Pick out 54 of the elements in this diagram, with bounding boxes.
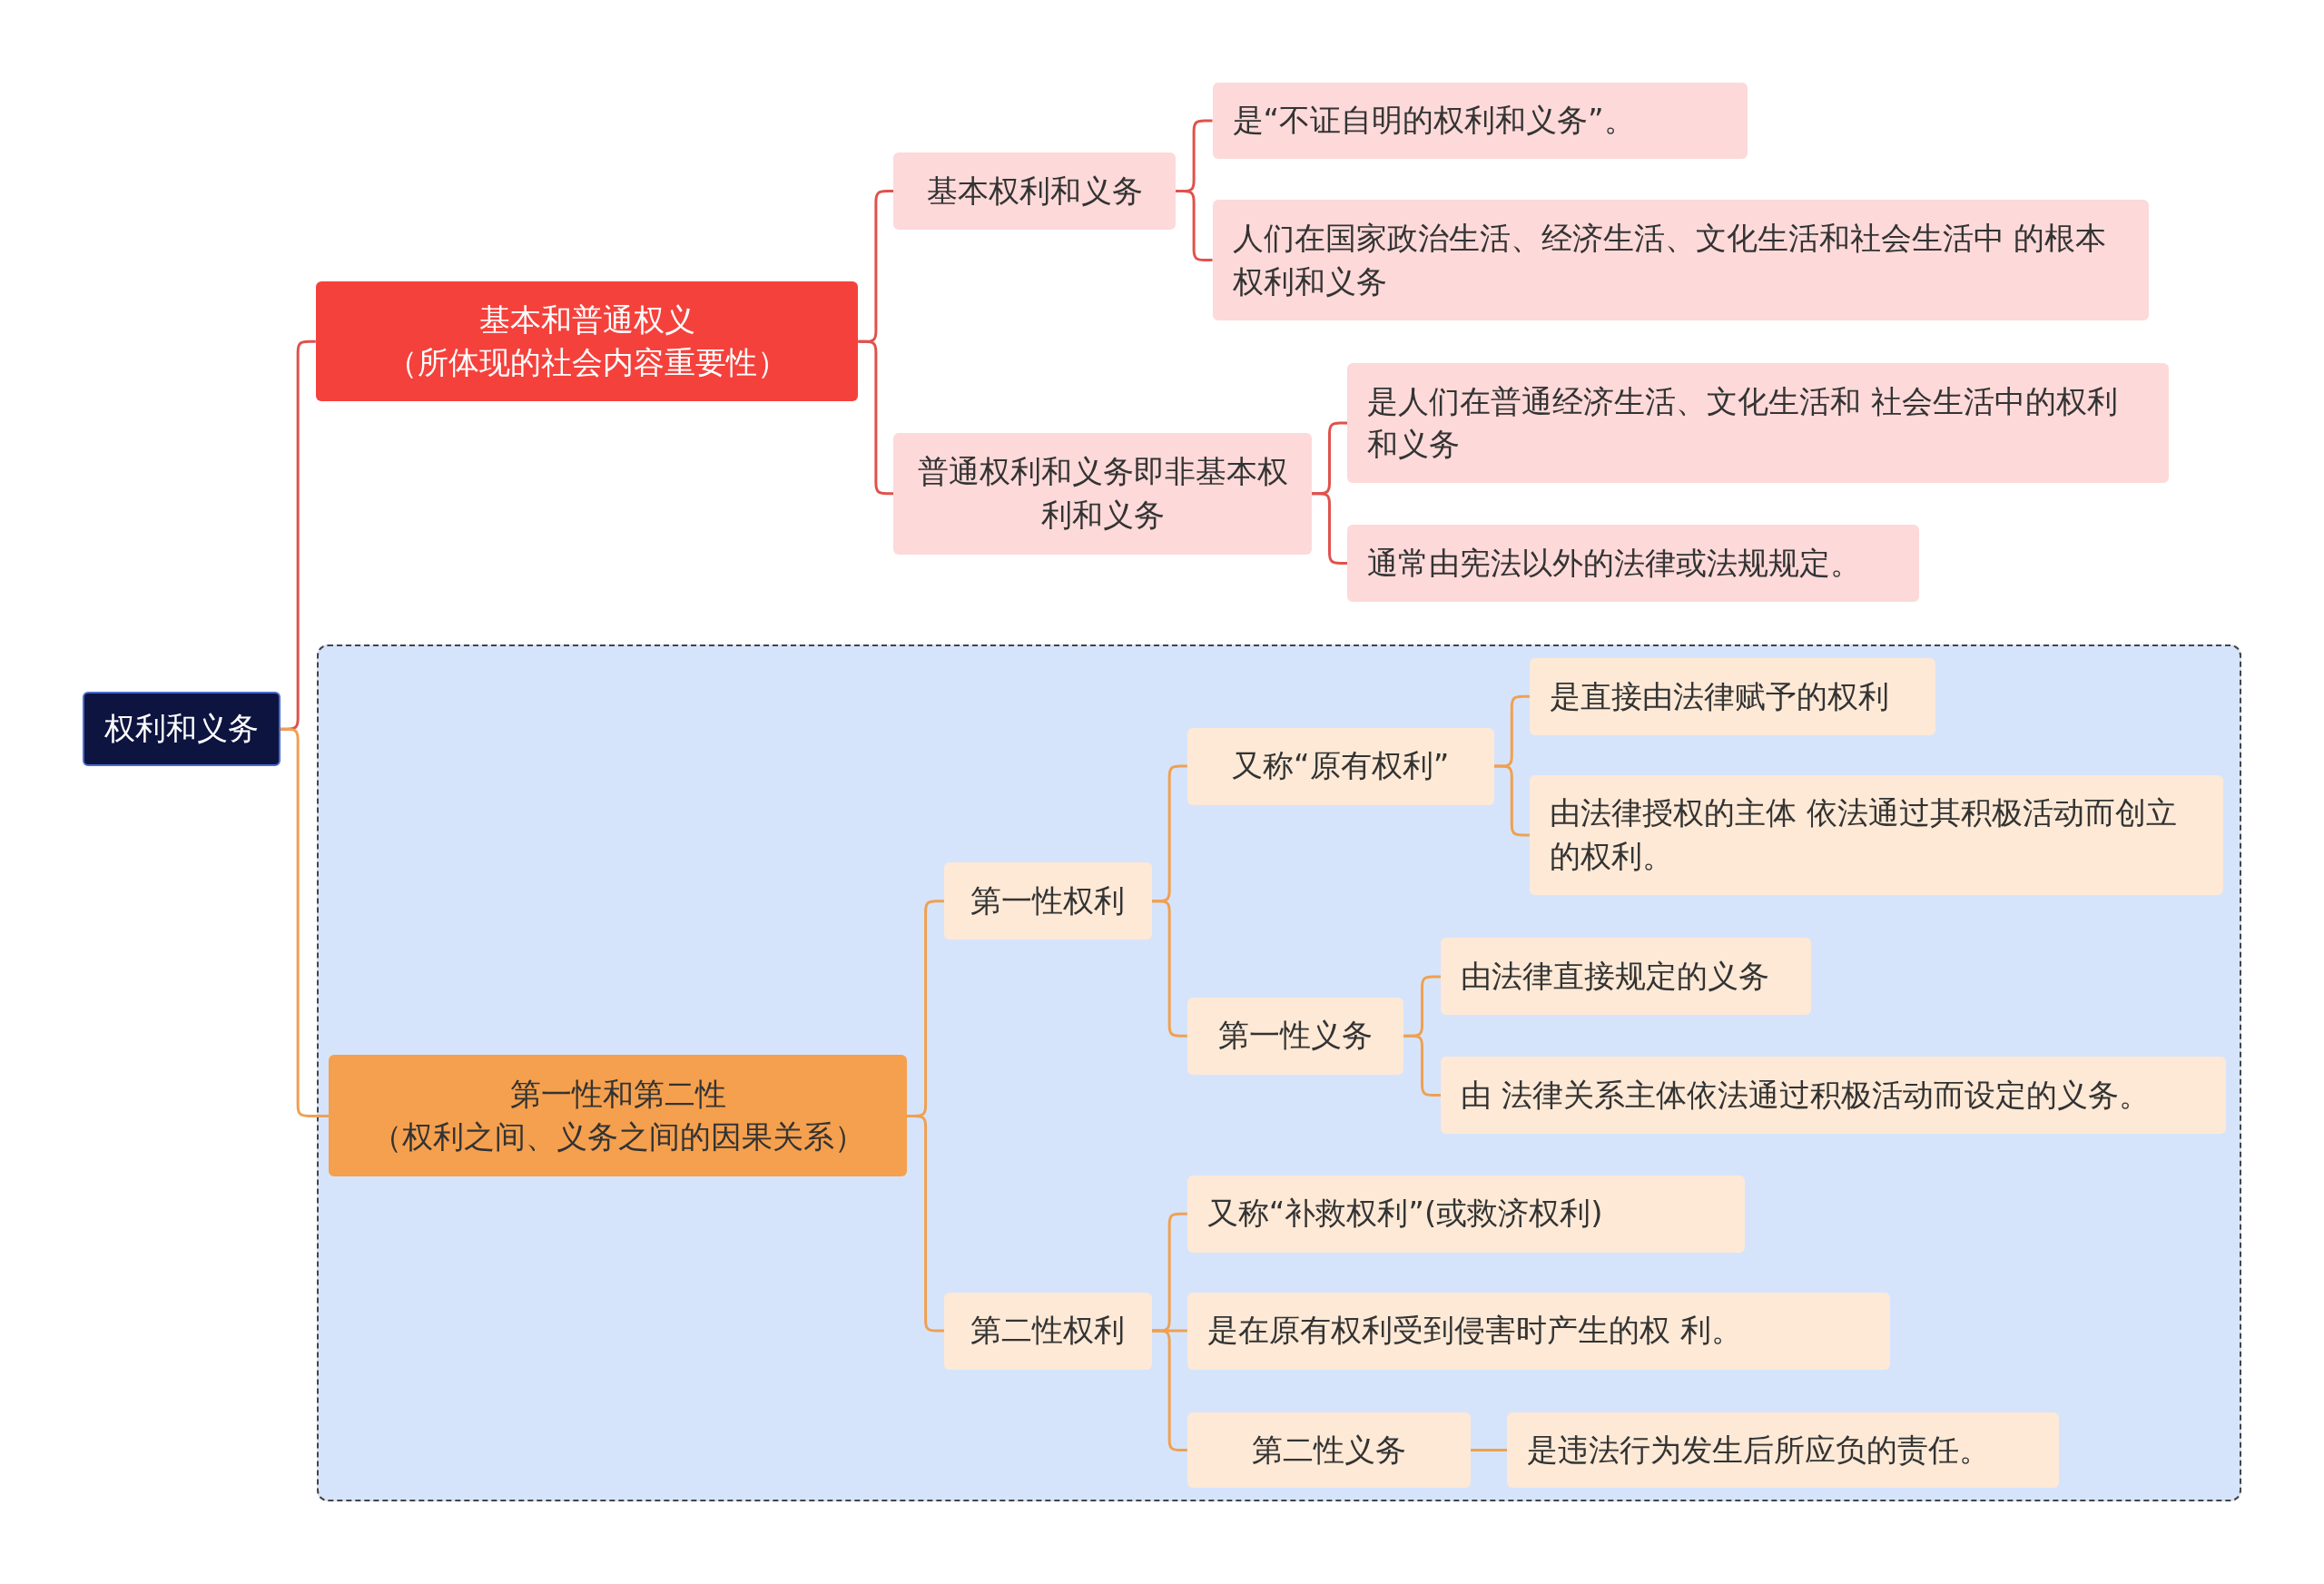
topic-text: 又称“补救权利”(或救济权利) <box>1206 1194 1604 1234</box>
topic-text: 人们在国家政治生活、经济生活、文化生活和社会生活中 的根本权利和义务 <box>1232 218 2108 301</box>
connector-line <box>906 1114 945 1333</box>
topic-text: 权利和义务 <box>103 709 260 749</box>
topic-text: 第一性和第二性 <box>508 1074 727 1114</box>
detail-box <box>1212 83 1748 159</box>
subtopic-box <box>1187 1412 1471 1489</box>
topic-text: （权利之间、义务之间的因果关系） <box>369 1117 866 1157</box>
connector-line <box>1151 1329 1188 1452</box>
detail-box <box>1440 938 1812 1016</box>
main-topic-box <box>329 1055 908 1177</box>
detail-box <box>1212 200 2150 320</box>
subtopic-box <box>1187 727 1494 805</box>
topic-text: 是违法行为发生后所应负的责任。 <box>1527 1430 1992 1470</box>
subtopic-box <box>944 862 1152 940</box>
topic-text: 由法律直接规定的义务 <box>1460 957 1770 997</box>
subtopic-box <box>944 1292 1152 1370</box>
connector-line <box>1470 1449 1508 1452</box>
topic-text: 基本权利和义务 <box>925 171 1144 211</box>
detail-box <box>1187 1175 1745 1253</box>
topic-text: 又称“原有权利” <box>1231 746 1451 786</box>
topic-text: 基本和普通权义 <box>478 300 696 339</box>
detail-box <box>1187 1292 1890 1370</box>
topic-text: 是在原有权利受到侵害时产生的权 利。 <box>1206 1311 1743 1351</box>
detail-box <box>1440 1057 2227 1134</box>
topic-text: 第二性权利 <box>970 1311 1127 1351</box>
subtopic-box <box>893 152 1176 231</box>
connector-line <box>857 339 895 496</box>
topic-text: 是“不证自明的权利和义务”。 <box>1232 101 1636 141</box>
topic-text: 第一性权利 <box>970 881 1127 920</box>
connector-line <box>1175 190 1213 262</box>
root-topic-box <box>83 692 281 767</box>
topic-text: 第一性义务 <box>1216 1016 1374 1056</box>
detail-box <box>1347 524 1920 602</box>
group-region <box>317 644 2241 1501</box>
main-topic-box <box>315 281 859 402</box>
connector-line <box>1403 1034 1442 1097</box>
topic-text: （所体现的社会内容重要性） <box>385 343 789 383</box>
subtopic-box <box>1187 997 1404 1075</box>
detail-box <box>1507 1412 2059 1489</box>
detail-box <box>1529 657 1936 735</box>
detail-box <box>1347 363 2169 484</box>
topic-text: 由 法律关系主体依法通过积极活动而设定的义务。 <box>1460 1075 2151 1115</box>
topic-text: 由法律授权的主体 依法通过其积极活动而创立的权利。 <box>1549 793 2178 876</box>
detail-box <box>1529 774 2223 896</box>
connector-line <box>1493 764 1531 837</box>
topic-text: 第二性义务 <box>1250 1430 1407 1470</box>
subtopic-box <box>893 432 1312 555</box>
connector-line <box>1151 900 1188 1038</box>
topic-text: 通常由宪法以外的法律或法规规定。 <box>1367 543 1863 583</box>
topic-text: 是直接由法律赋予的权利 <box>1549 676 1890 716</box>
connector-line <box>1311 492 1348 565</box>
topic-text: 普通权利和义务即非基本权利和义务 <box>916 452 1289 535</box>
topic-text: 是人们在普通经济生活、文化生活和 社会生活中的权利和义务 <box>1367 381 2119 465</box>
